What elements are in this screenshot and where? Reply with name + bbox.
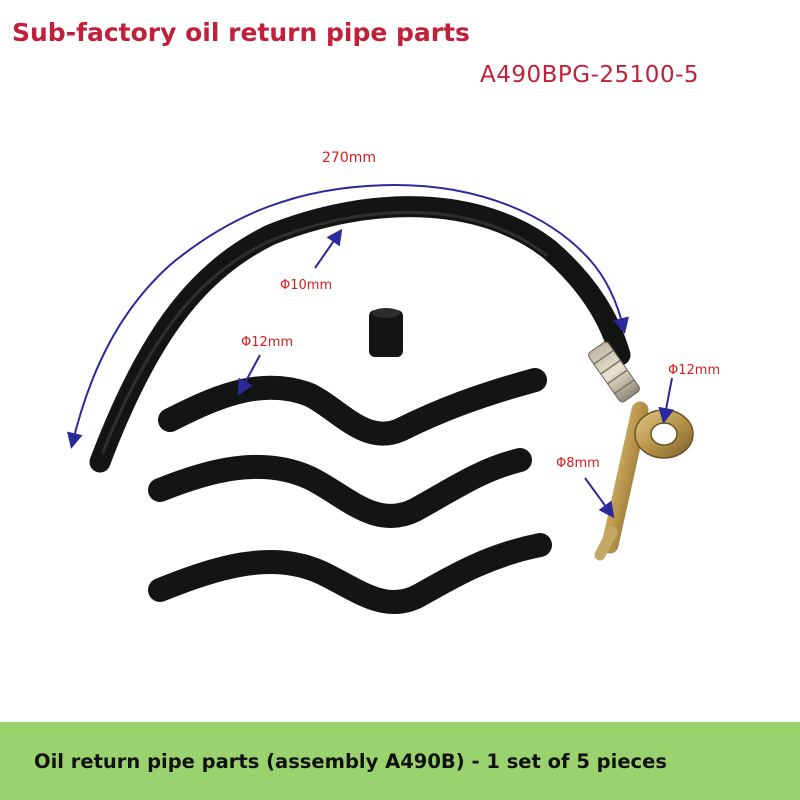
- caption-text: Oil return pipe parts (assembly A490B) -…: [34, 749, 667, 773]
- ring-diameter-label: Φ12mm: [668, 363, 720, 378]
- short-sleeve: [369, 310, 403, 357]
- product-title: Sub-factory oil return pipe parts: [12, 18, 470, 47]
- crimp-ferrule: [588, 341, 640, 403]
- dia-arrow-ring: [658, 377, 675, 424]
- long-hose-highlight: [101, 210, 548, 454]
- wavy-hose-1: [158, 368, 547, 446]
- long-hose: [89, 196, 631, 473]
- caption-bar: Oil return pipe parts (assembly A490B) -…: [0, 722, 800, 800]
- banjo-fitting: [594, 401, 694, 561]
- long-hose-diameter-label: Φ10mm: [280, 278, 332, 293]
- part-number: A490BPG-25100-5: [480, 62, 700, 88]
- short-hose-diameter-label: Φ12mm: [241, 335, 293, 350]
- product-photo: 270mm Φ10mm Φ12mm Φ12mm Φ8mm: [67, 150, 720, 615]
- length-label: 270mm: [322, 150, 376, 166]
- length-arrow: [394, 184, 629, 334]
- dia-arrow-long-hose: [314, 228, 343, 269]
- dia-arrow-tip: [584, 477, 615, 519]
- wavy-hose-2: [148, 448, 532, 528]
- tip-diameter-label: Φ8mm: [556, 456, 600, 471]
- length-arrow: [67, 184, 396, 449]
- dia-arrow-short-hose: [238, 354, 261, 396]
- wavy-hose-3: [148, 533, 552, 615]
